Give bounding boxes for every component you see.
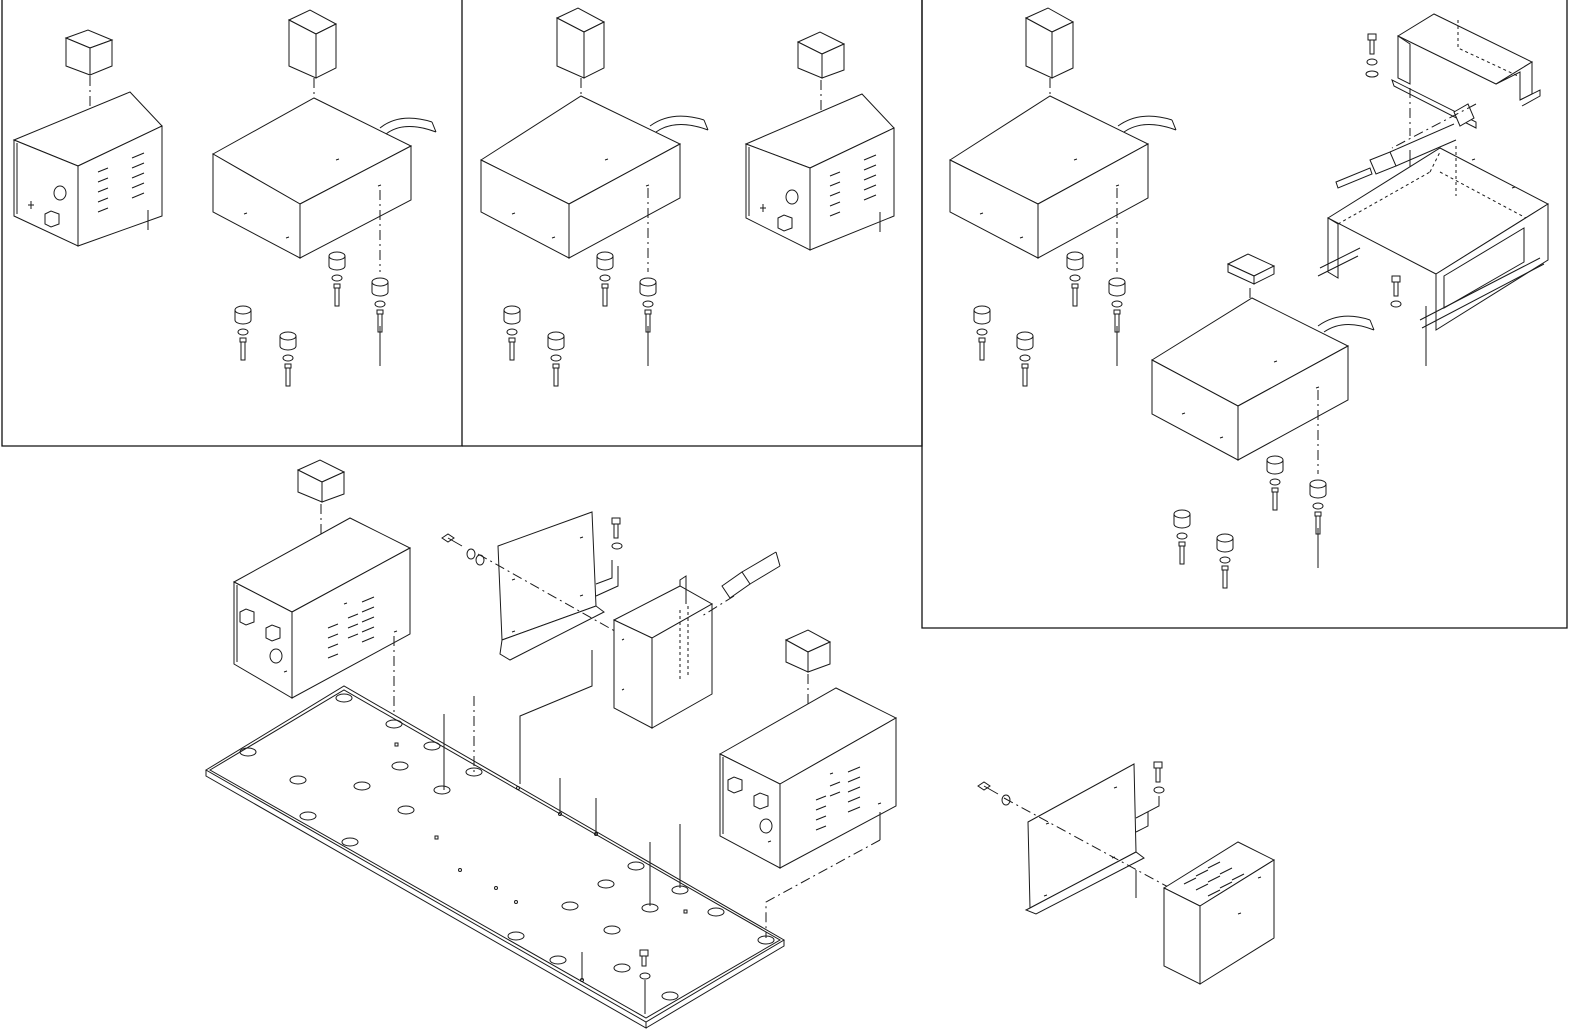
panel-5-assembly — [978, 762, 1274, 984]
foot-1 — [329, 252, 345, 306]
panel5-side-screw-stack — [978, 782, 1010, 805]
top-screw-stack — [1366, 34, 1378, 77]
tray-screw-stack — [1391, 276, 1401, 307]
panel-1-assembly — [14, 10, 436, 386]
rubber-feet-and-screws-2 — [504, 252, 656, 386]
small-cap-block-2 — [798, 32, 844, 78]
power-supply-box-2 — [746, 94, 894, 250]
transformer-box-2 — [481, 96, 708, 258]
flat-cap-block — [1228, 254, 1274, 284]
vertical-mounting-bracket — [498, 512, 618, 660]
small-cap-block-5 — [786, 630, 830, 672]
connector-plug-4 — [722, 552, 780, 598]
power-supply-box-4 — [234, 518, 410, 698]
small-vented-enclosure — [1164, 842, 1274, 984]
small-cap-block — [66, 30, 112, 75]
panel-3-assembly — [950, 8, 1548, 588]
rubber-feet-and-screws-3 — [974, 252, 1125, 386]
flat-bracket — [1026, 764, 1148, 914]
lower-enclosure-tray — [1318, 146, 1548, 330]
transformer-box — [213, 98, 436, 258]
bracket-top-screw-stack — [612, 518, 622, 549]
panel-4-assembly — [206, 460, 896, 1028]
rubber-feet-and-screws-4 — [1174, 456, 1326, 588]
small-cap-block-4 — [298, 460, 344, 502]
foot-2 — [372, 278, 388, 332]
transformer-box-3 — [950, 96, 1176, 258]
tall-cap-block — [289, 10, 336, 78]
base-plate — [206, 686, 784, 1028]
tall-cap-block-2 — [557, 8, 604, 78]
u-channel-bracket — [614, 576, 712, 728]
panel-frames — [2, 0, 1567, 628]
power-supply-box-5 — [720, 688, 896, 868]
rubber-feet-and-screws — [235, 252, 388, 386]
panel-2-assembly — [481, 8, 894, 386]
side-screw-stack — [442, 534, 484, 565]
foot-3 — [235, 306, 251, 360]
foot-4 — [280, 332, 296, 386]
power-supply-box — [14, 92, 162, 246]
transformer-box-4 — [1152, 298, 1374, 460]
panel5-top-screw-stack — [1154, 762, 1164, 793]
tall-cap-block-3 — [1026, 8, 1073, 78]
